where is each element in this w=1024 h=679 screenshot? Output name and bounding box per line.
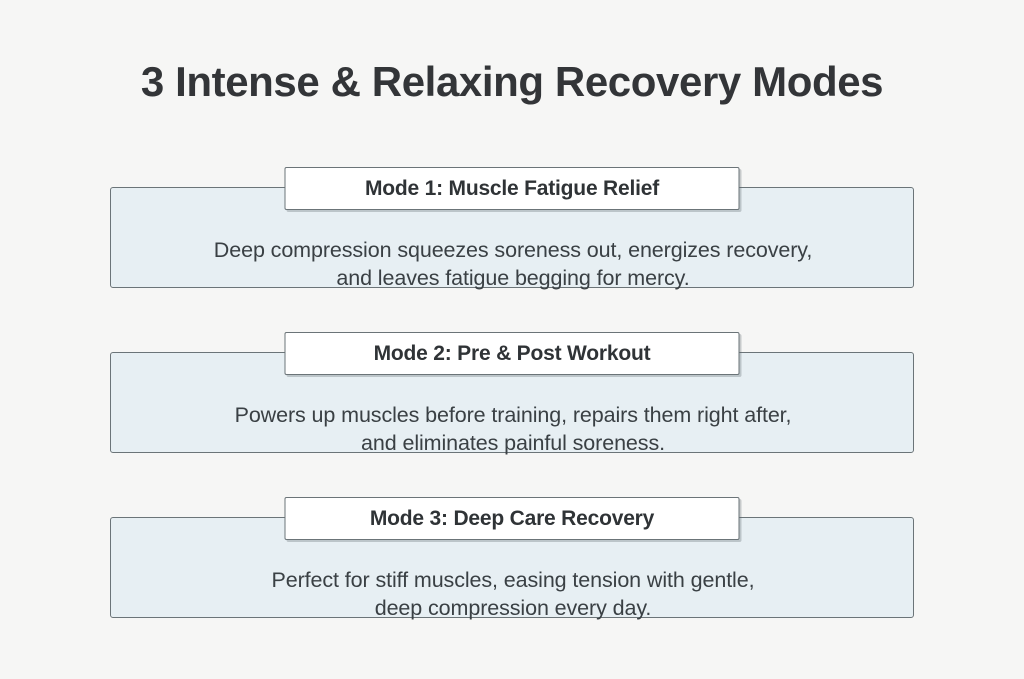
description-line: Perfect for stiff muscles, easing tensio…: [271, 568, 755, 592]
page-title: 3 Intense & Relaxing Recovery Modes: [140, 58, 884, 105]
mode-card-2-title: Mode 2: Pre & Post Workout: [373, 341, 651, 365]
mode-card-3-description: Perfect for stiff muscles, easing tensio…: [111, 566, 915, 623]
mode-card-2-description: Powers up muscles before training, repai…: [111, 401, 915, 458]
mode-card-3-panel: Perfect for stiff muscles, easing tensio…: [110, 517, 914, 620]
mode-card-2-header-badge: Mode 2: Pre & Post Workout: [284, 332, 740, 375]
mode-card-1-title: Mode 1: Muscle Fatigue Relief: [364, 176, 660, 200]
mode-card-3-header-badge: Mode 3: Deep Care Recovery: [284, 497, 740, 540]
description-line: and leaves fatigue begging for mercy.: [336, 266, 690, 291]
description-line: Powers up muscles before training, repai…: [234, 403, 792, 427]
mode-card-1-header-badge: Mode 1: Muscle Fatigue Relief: [284, 167, 740, 210]
description-line: Deep compression squeezes soreness out, …: [213, 238, 813, 262]
description-line: deep compression every day.: [374, 596, 652, 621]
mode-card-3-title: Mode 3: Deep Care Recovery: [369, 506, 655, 530]
description-line: and eliminates painful soreness.: [361, 431, 665, 456]
mode-card-1-description: Deep compression squeezes soreness out, …: [111, 236, 915, 293]
